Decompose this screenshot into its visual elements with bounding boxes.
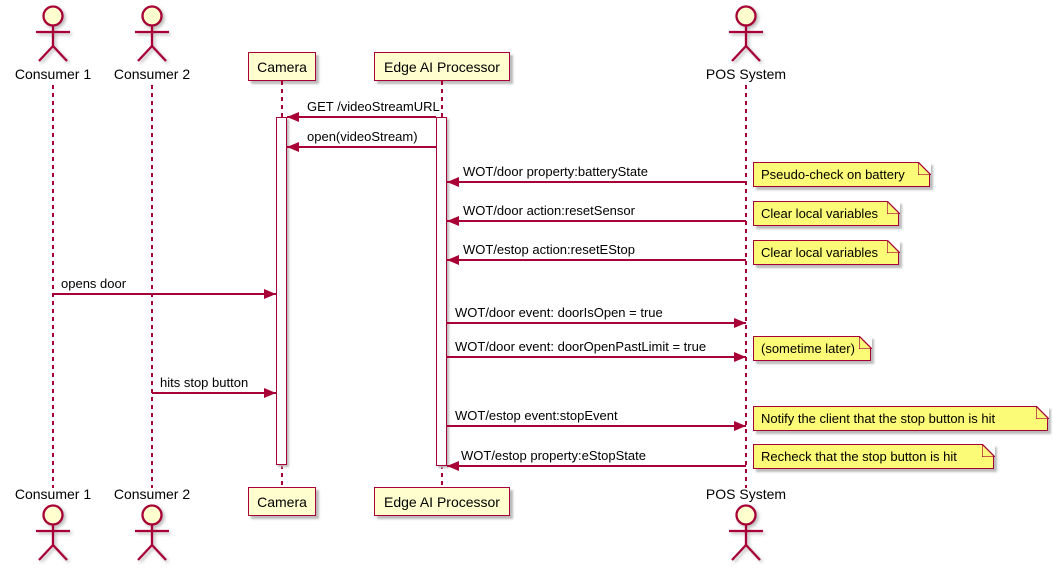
message-line [152, 392, 276, 394]
actor-label-consumer1-top: Consumer 1 [14, 66, 92, 82]
participant-box-edge-ai-top: Edge AI Processor [374, 52, 510, 81]
message-line [447, 322, 746, 324]
note: Recheck that the stop button is hit [753, 443, 995, 469]
actor-label-consumer1-bottom: Consumer 1 [14, 486, 92, 502]
activation-bar-camera [276, 117, 287, 465]
arrowhead-icon [287, 112, 299, 122]
arrowhead-icon [447, 461, 459, 471]
message-label: WOT/door event: doorOpenPastLimit = true [455, 339, 707, 354]
note: Clear local variables [753, 239, 900, 265]
message-line [447, 465, 746, 467]
arrowhead-icon [287, 142, 299, 152]
actor-icon [135, 5, 169, 62]
message-label: WOT/estop event:stopEvent [455, 408, 618, 423]
message-label: WOT/estop property:eStopState [461, 448, 646, 463]
note-fold-icon [1035, 405, 1049, 419]
note-fold-icon [886, 239, 900, 253]
actor-icon [729, 5, 763, 62]
message-label: opens door [61, 276, 127, 291]
arrowhead-icon [447, 216, 459, 226]
note-fold-icon [858, 335, 872, 349]
actor-icon [135, 504, 169, 561]
note: Clear local variables [753, 200, 900, 226]
message-label: WOT/door property:batteryState [463, 164, 648, 179]
note-text: Notify the client that the stop button i… [761, 411, 996, 426]
message-line [447, 220, 746, 222]
actor-label-pos-top: POS System [705, 66, 787, 82]
message-line [287, 146, 436, 148]
arrowhead-icon [734, 421, 746, 431]
participant-box-camera-top: Camera [248, 52, 316, 81]
participant-label: Camera [257, 58, 307, 75]
participant-box-edge-ai-bottom: Edge AI Processor [374, 487, 510, 516]
actor-icon [729, 504, 763, 561]
arrowhead-icon [264, 289, 276, 299]
participant-label: Camera [257, 493, 307, 510]
message-line [447, 181, 746, 183]
participant-label: Edge AI Processor [384, 493, 500, 510]
message-line [447, 259, 746, 261]
message-line [287, 116, 436, 118]
actor-label-pos-bottom: POS System [705, 486, 787, 502]
message-label: WOT/door event: doorIsOpen = true [455, 305, 663, 320]
message-line [447, 425, 746, 427]
note-text: Recheck that the stop button is hit [761, 449, 957, 464]
note-text: Clear local variables [761, 206, 879, 221]
note-text: Clear local variables [761, 245, 879, 260]
lifeline-consumer2 [151, 85, 153, 488]
message-label: WOT/door action:resetSensor [463, 203, 635, 218]
arrowhead-icon [447, 255, 459, 265]
actor-label-consumer2-top: Consumer 2 [113, 66, 191, 82]
note: Pseudo-check on battery [753, 161, 931, 187]
note: Notify the client that the stop button i… [753, 405, 1049, 431]
message-label: open(videoStream) [307, 129, 418, 144]
message-line [53, 293, 276, 295]
note-fold-icon [886, 200, 900, 214]
participant-box-camera-bottom: Camera [248, 487, 316, 516]
arrowhead-icon [264, 388, 276, 398]
arrowhead-icon [734, 318, 746, 328]
lifeline-pos [745, 85, 747, 488]
note: (sometime later) [753, 335, 872, 361]
message-line [447, 356, 746, 358]
actor-icon [36, 504, 70, 561]
arrowhead-icon [447, 177, 459, 187]
message-label: GET /videoStreamURL [307, 99, 440, 114]
note-text: Pseudo-check on battery [761, 167, 905, 182]
actor-label-consumer2-bottom: Consumer 2 [113, 486, 191, 502]
participant-label: Edge AI Processor [384, 58, 500, 75]
lifeline-consumer1 [52, 85, 54, 488]
arrowhead-icon [734, 352, 746, 362]
note-fold-icon [917, 161, 931, 175]
note-text: (sometime later) [761, 341, 855, 356]
message-label: WOT/estop action:resetEStop [463, 242, 635, 257]
message-label: hits stop button [160, 375, 249, 390]
note-fold-icon [981, 443, 995, 457]
activation-bar-edge-ai [436, 117, 447, 466]
actor-icon [36, 5, 70, 62]
